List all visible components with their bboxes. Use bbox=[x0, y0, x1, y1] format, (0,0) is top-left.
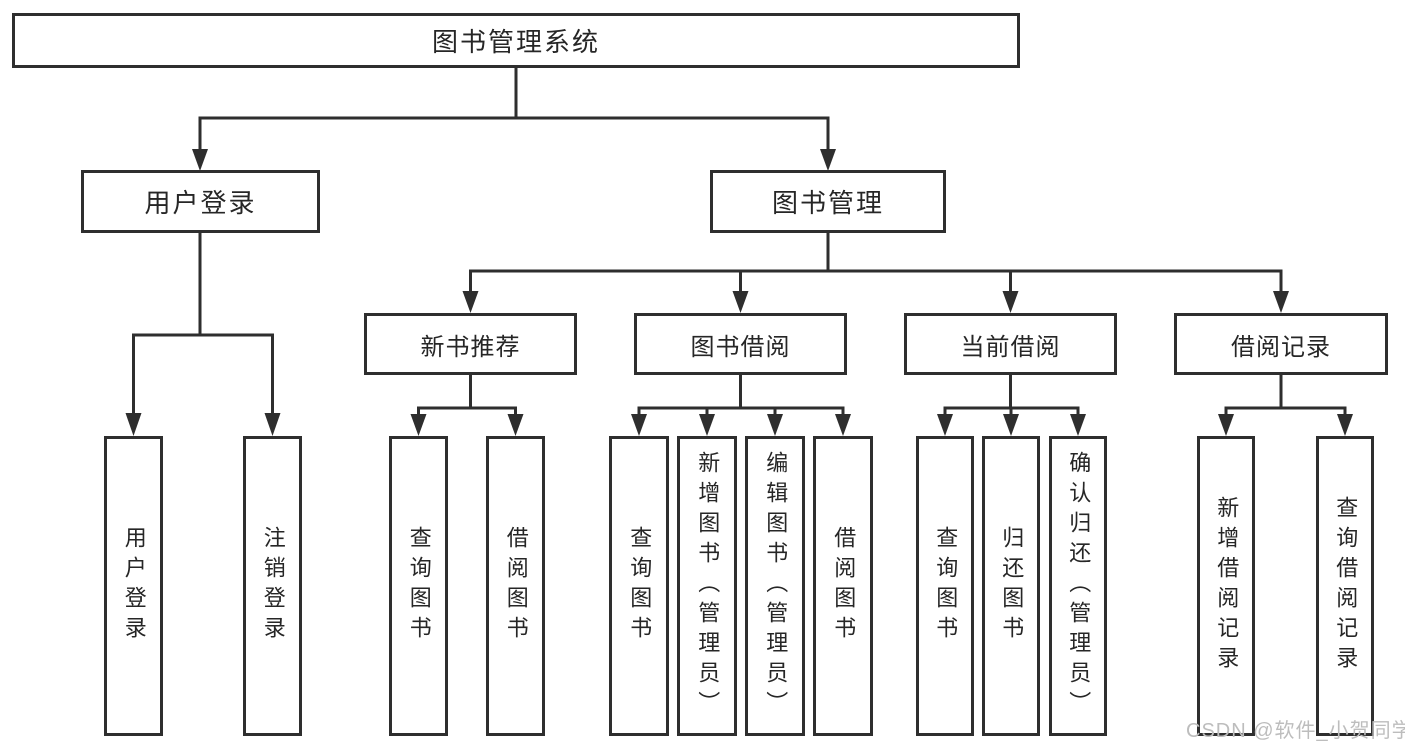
node-label: 新书推荐 bbox=[420, 333, 521, 361]
leaf-label: 新增图书（管理员） bbox=[695, 451, 721, 721]
node-user-login: 用户登录 bbox=[81, 170, 320, 233]
leaf-query-borrow-record: 查询借阅记录 bbox=[1316, 436, 1374, 736]
leaf-label: 新增借阅记录 bbox=[1214, 496, 1240, 676]
leaf-user-login: 用户登录 bbox=[104, 436, 163, 736]
leaf-logout: 注销登录 bbox=[243, 436, 302, 736]
watermark: CSDN @软件_小贺同学 bbox=[1186, 720, 1405, 742]
leaf-label: 借阅图书 bbox=[503, 526, 529, 646]
connector-user-login-children bbox=[125, 231, 281, 436]
node-root: 图书管理系统 bbox=[12, 13, 1020, 68]
leaf-label: 归还图书 bbox=[999, 526, 1025, 646]
leaf-add-book-admin: 新增图书（管理员） bbox=[677, 436, 737, 736]
node-label: 图书管理系统 bbox=[431, 27, 600, 57]
leaf-label: 确认归还（管理员） bbox=[1066, 451, 1092, 721]
node-book-mgmt: 图书管理 bbox=[710, 170, 946, 233]
leaf-borrow-books-borrowing: 借阅图书 bbox=[813, 436, 873, 736]
connector-root-to-level1 bbox=[192, 66, 836, 171]
connector-book-mgmt-children bbox=[462, 231, 1289, 313]
node-borrowing-records: 借阅记录 bbox=[1174, 313, 1388, 375]
leaf-borrow-books-recommend: 借阅图书 bbox=[486, 436, 545, 736]
node-label: 图书管理 bbox=[771, 188, 884, 218]
connector-current-borrow-children bbox=[937, 373, 1086, 436]
leaf-label: 查询借阅记录 bbox=[1333, 496, 1359, 676]
leaf-confirm-return-admin: 确认归还（管理员） bbox=[1049, 436, 1107, 736]
leaf-query-books-recommend: 查询图书 bbox=[389, 436, 448, 736]
connector-new-book-children bbox=[410, 373, 524, 436]
node-current-borrowing: 当前借阅 bbox=[904, 313, 1117, 375]
leaf-query-books-current: 查询图书 bbox=[916, 436, 974, 736]
node-label: 用户登录 bbox=[144, 188, 257, 218]
node-label: 图书借阅 bbox=[690, 333, 791, 361]
leaf-add-borrow-record: 新增借阅记录 bbox=[1197, 436, 1255, 736]
leaf-query-books-borrowing: 查询图书 bbox=[609, 436, 669, 736]
leaf-edit-book-admin: 编辑图书（管理员） bbox=[745, 436, 805, 736]
node-label: 借阅记录 bbox=[1231, 333, 1331, 361]
leaf-label: 注销登录 bbox=[260, 526, 286, 646]
leaf-label: 查询图书 bbox=[627, 526, 653, 646]
leaf-label: 查询图书 bbox=[406, 526, 432, 646]
leaf-label: 编辑图书（管理员） bbox=[763, 451, 789, 721]
connector-borrow-records-children bbox=[1218, 373, 1353, 436]
connector-book-borrow-children bbox=[631, 373, 851, 436]
leaf-label: 查询图书 bbox=[933, 526, 959, 646]
node-book-borrowing: 图书借阅 bbox=[634, 313, 847, 375]
node-new-book-recommendation: 新书推荐 bbox=[364, 313, 577, 375]
leaf-label: 借阅图书 bbox=[831, 526, 857, 646]
node-label: 当前借阅 bbox=[960, 333, 1061, 361]
leaf-return-book: 归还图书 bbox=[982, 436, 1040, 736]
leaf-label: 用户登录 bbox=[121, 526, 147, 646]
